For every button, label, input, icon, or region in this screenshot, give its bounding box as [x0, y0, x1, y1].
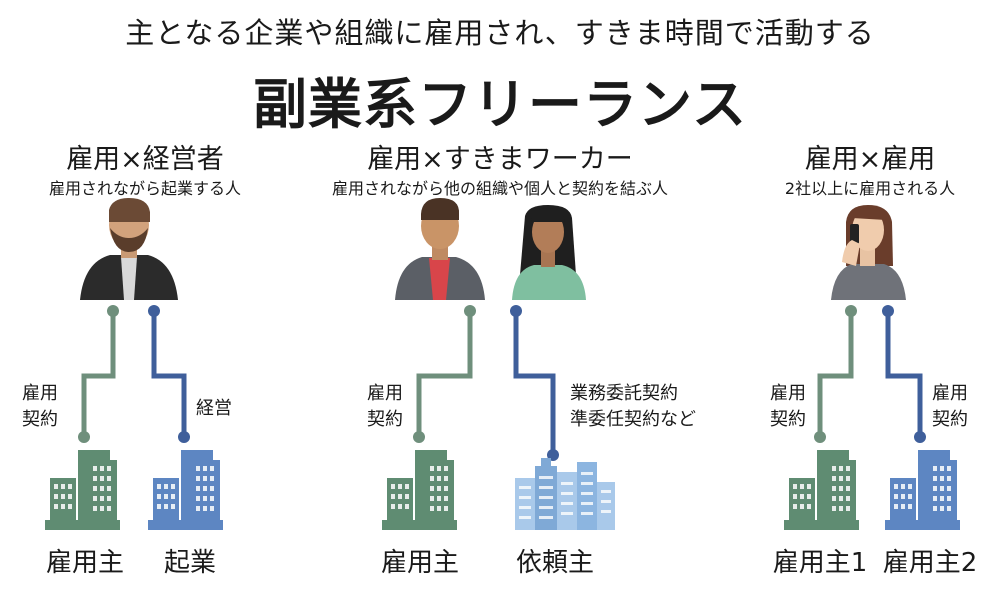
- link-line-outsourcing: [513, 311, 556, 455]
- page-title: 副業系フリーランス: [253, 73, 747, 136]
- office-building-icon: [148, 450, 223, 530]
- link-label-employment-contract: 雇用 契約: [367, 383, 403, 430]
- party-label-employer: 雇用主: [45, 548, 124, 578]
- column-desc-founder: 雇用されながら起業する人: [48, 179, 241, 198]
- city-skyline-icon: [515, 458, 615, 530]
- link-label-outsourcing-contract: 業務委託契約 準委任契約など: [570, 383, 696, 430]
- party-label-employer-1: 雇用主1: [772, 548, 868, 578]
- column-heading-gig-worker: 雇用×すきまワーカー: [367, 144, 633, 175]
- column-desc-dual-employment: 2社以上に雇用される人: [784, 179, 956, 198]
- link-label-employment-contract: 雇用 契約: [932, 383, 968, 430]
- party-label-employer-2: 雇用主2: [882, 548, 978, 578]
- link-label-employment-contract: 雇用 契約: [22, 383, 58, 430]
- link-line-employment-4: [885, 311, 923, 437]
- column-heading-founder: 雇用×経営者: [66, 144, 224, 175]
- column-desc-gig-worker: 雇用されながら他の組織や個人と契約を結ぶ人: [331, 179, 668, 198]
- man-red-shirt-icon: [395, 198, 485, 300]
- woman-phone-icon: [831, 205, 906, 300]
- bearded-man-icon: [80, 198, 178, 300]
- office-building-icon: [885, 450, 960, 530]
- woman-long-hair-icon: [512, 205, 586, 300]
- office-building-icon: [45, 450, 120, 530]
- party-label-startup: 起業: [163, 548, 216, 578]
- link-line-management: [151, 311, 187, 437]
- party-label-client: 依頼主: [515, 548, 594, 578]
- office-building-icon: [784, 450, 859, 530]
- link-label-management: 経営: [196, 398, 232, 419]
- link-line-employment-3: [817, 311, 854, 437]
- office-building-icon: [382, 450, 457, 530]
- party-label-employer: 雇用主: [380, 548, 459, 578]
- column-heading-dual-employment: 雇用×雇用: [804, 144, 936, 175]
- link-line-employment-1: [81, 311, 116, 437]
- link-label-employment-contract: 雇用 契約: [770, 383, 806, 430]
- subtitle: 主となる企業や組織に雇用され、すきま時間で活動する: [125, 16, 875, 50]
- link-line-employment-2: [416, 311, 473, 437]
